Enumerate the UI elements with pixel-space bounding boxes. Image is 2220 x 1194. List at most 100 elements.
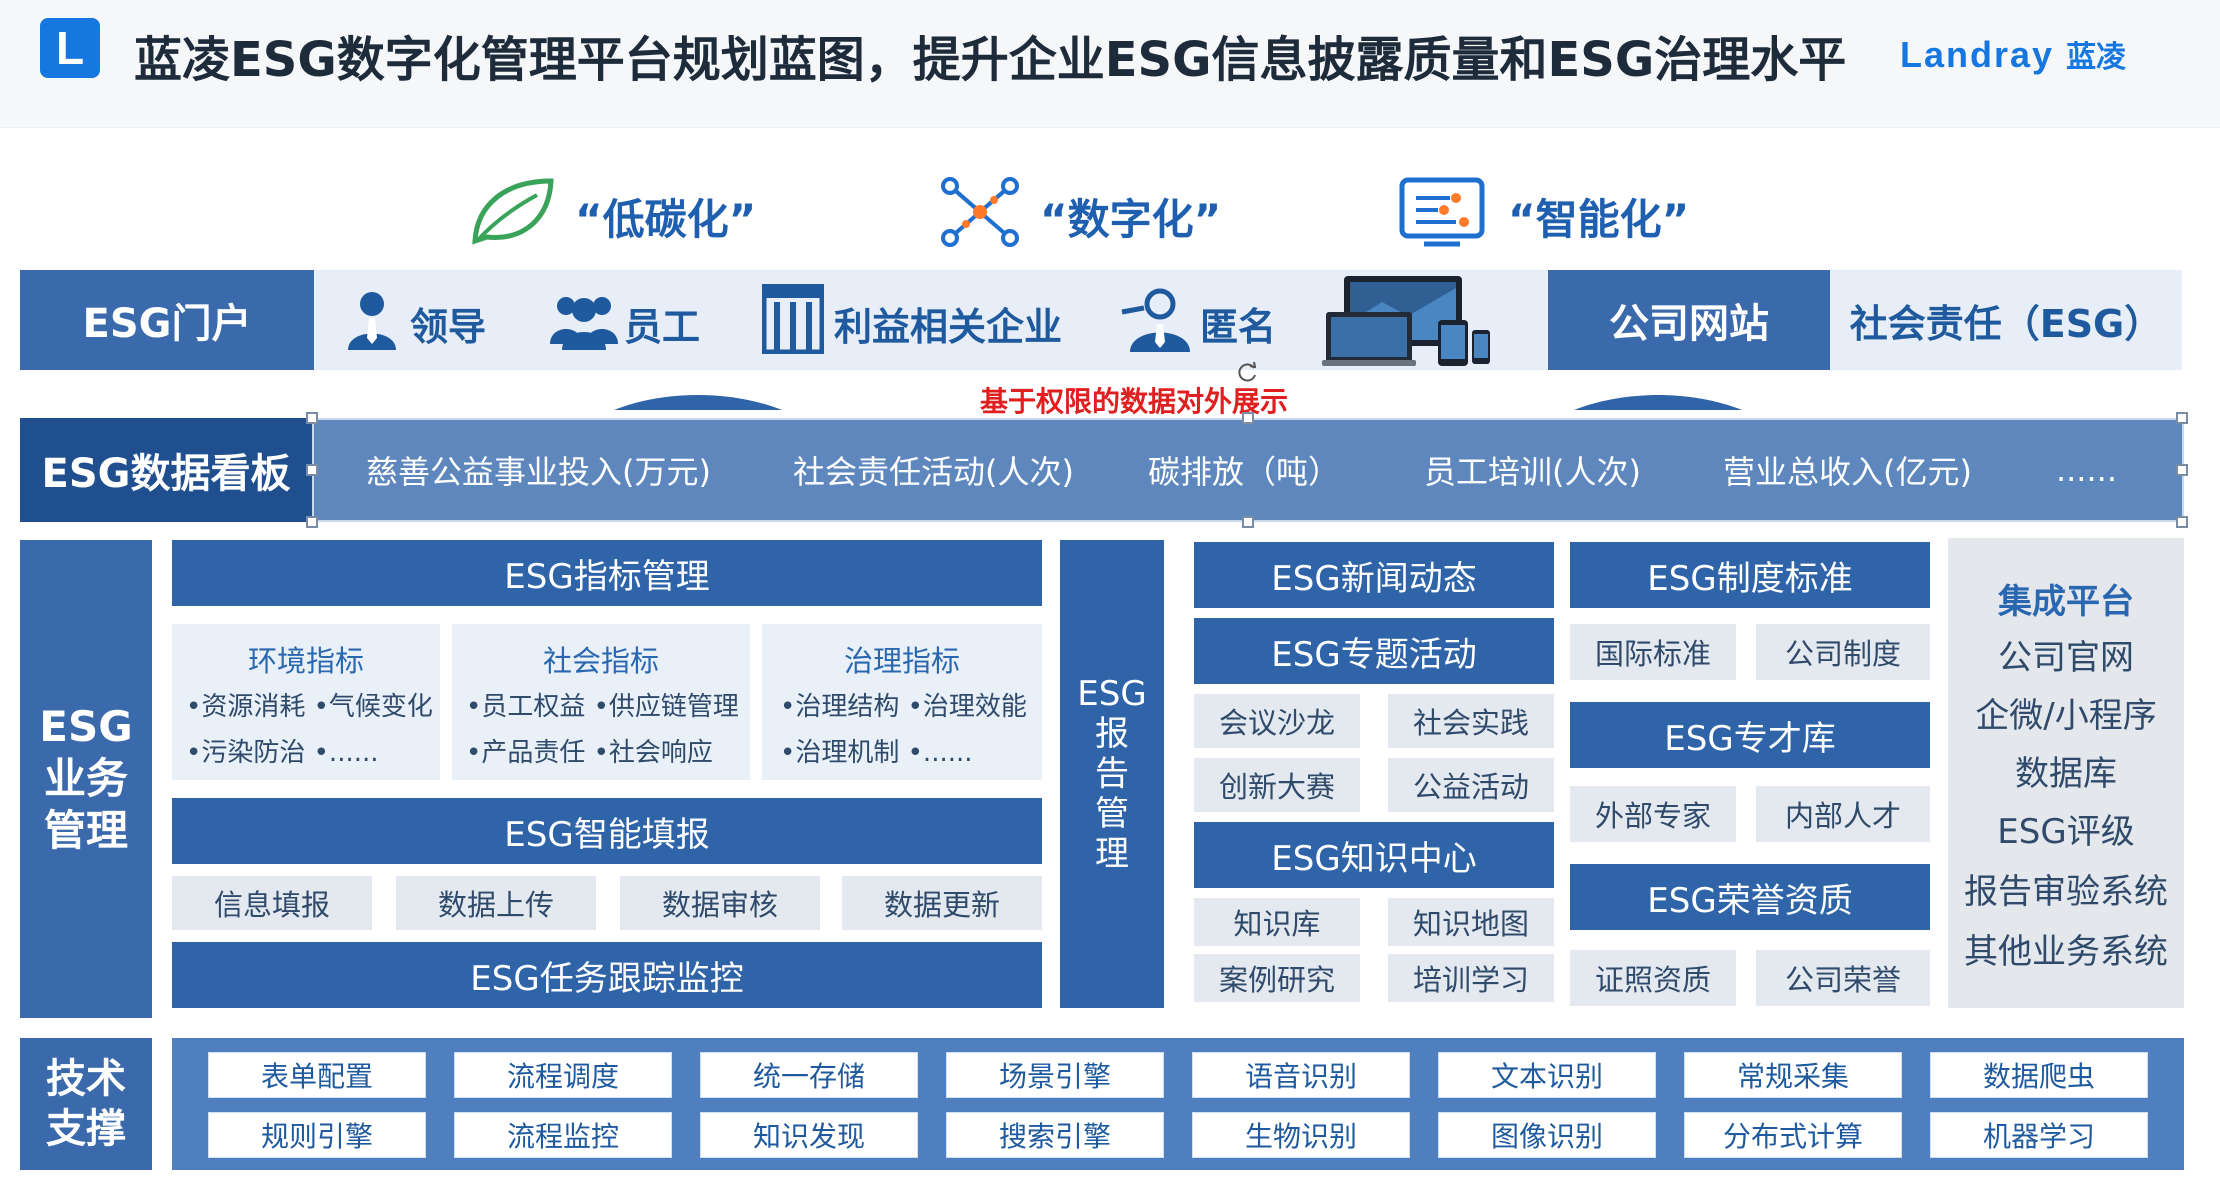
tech-item: 数据爬虫	[1930, 1052, 2148, 1098]
indicator-title: 社会指标	[542, 644, 659, 678]
indicator-env: 环境指标 •资源消耗 •气候变化 •污染防治 •......	[172, 624, 440, 780]
devices-icon	[1322, 276, 1490, 366]
page-title: 蓝凌ESG数字化管理平台规划蓝图，提升企业ESG信息披露质量和ESG治理水平	[134, 32, 1847, 88]
employees-icon	[550, 297, 618, 350]
integration-item: ESG评级	[1997, 812, 2135, 852]
dashboard-metrics: 慈善公益事业投入(万元) 社会责任活动(人次) 碳排放（吨） 员工培训(人次) …	[312, 418, 2184, 522]
indicator-row: •治理机制 •......	[780, 738, 973, 768]
portal-item-anonymous: 匿名	[1200, 305, 1277, 349]
fill-item: 数据更新	[842, 876, 1042, 930]
knowledge-item: 培训学习	[1388, 954, 1554, 1002]
portal-social: 社会责任（ESG）	[1849, 301, 2163, 346]
metric-training: 员工培训(人次)	[1423, 453, 1641, 491]
portal-item-leader: 领导	[410, 305, 487, 349]
selection-handle[interactable]	[306, 464, 318, 476]
app-logo-letter: L	[55, 22, 85, 74]
knowledge-item: 案例研究	[1194, 954, 1360, 1002]
selection-handle[interactable]	[2176, 516, 2188, 528]
arrow-up-icon	[614, 395, 782, 410]
business-label-line: 业务	[43, 754, 128, 803]
header	[0, 0, 2220, 128]
selection-handle[interactable]	[306, 516, 318, 528]
brand-logo-cn: 蓝凌	[2066, 40, 2127, 75]
tech-label: 技术 支撑	[20, 1038, 152, 1170]
talent-bar: ESG专才库	[1570, 702, 1930, 768]
tech-label-line: 技术	[46, 1056, 126, 1102]
business-label-line: 管理	[43, 806, 128, 855]
standards-bar: ESG制度标准	[1570, 542, 1930, 608]
ai-chip-icon	[1399, 177, 1485, 247]
theme-intelligent: “智能化”	[1508, 195, 1690, 244]
metric-more: ......	[2055, 451, 2117, 489]
indicator-title: 治理指标	[843, 644, 960, 678]
tech-item: 文本识别	[1438, 1052, 1656, 1098]
selection-handle[interactable]	[2176, 464, 2188, 476]
tech-item: 搜索引擎	[946, 1112, 1164, 1158]
business-label-line: ESG	[39, 702, 133, 751]
metric-revenue: 营业总收入(亿元)	[1722, 453, 1972, 491]
honor-bar: ESG荣誉资质	[1570, 864, 1930, 930]
special-item: 社会实践	[1388, 694, 1554, 748]
indicator-mgmt-bar: ESG指标管理	[172, 540, 1042, 606]
selection-handle[interactable]	[1242, 412, 1254, 424]
metric-carbon: 碳排放（吨）	[1147, 453, 1340, 491]
tech-item: 语音识别	[1192, 1052, 1410, 1098]
tech-item: 流程监控	[454, 1112, 672, 1158]
report-mgmt-char: 管	[1095, 794, 1129, 834]
portal-item-employee: 员工	[624, 305, 701, 349]
brand-logo-en: Landray	[1900, 34, 2055, 75]
knowledge-bar: ESG知识中心	[1194, 822, 1554, 888]
tech-item: 流程调度	[454, 1052, 672, 1098]
task-track-bar: ESG任务跟踪监控	[172, 942, 1042, 1008]
tech-item: 规则引擎	[208, 1112, 426, 1158]
integration-panel: 集成平台 公司官网 企微/小程序 数据库 ESG评级 报告审验系统 其他业务系统	[1948, 538, 2184, 1008]
tech-item: 知识发现	[700, 1112, 918, 1158]
integration-item: 其他业务系统	[1964, 932, 2168, 972]
rotate-handle-icon[interactable]	[1236, 360, 1260, 384]
tech-label-line: 支撑	[46, 1106, 126, 1152]
honor-item: 公司荣誉	[1756, 950, 1930, 1006]
brand-logo: Landray 蓝凌	[1900, 32, 2126, 76]
special-item: 会议沙龙	[1194, 694, 1360, 748]
standard-item: 公司制度	[1756, 624, 1930, 680]
selection-handle[interactable]	[2176, 412, 2188, 424]
talent-item: 内部人才	[1756, 786, 1930, 842]
anonymous-icon	[1121, 288, 1190, 352]
leader-icon	[348, 292, 396, 350]
permission-note: 基于权限的数据对外展示	[980, 385, 1289, 418]
integration-item: 企微/小程序	[1975, 696, 2157, 736]
portal-website: 公司网站	[1548, 270, 1830, 370]
special-item: 公益活动	[1388, 758, 1554, 812]
portal-item-stakeholders: 利益相关企业	[834, 305, 1063, 349]
tech-item: 生物识别	[1192, 1112, 1410, 1158]
arrow-up-icon	[1574, 395, 1742, 410]
app-logo: L	[40, 18, 100, 78]
theme-low-carbon: “低碳化”	[575, 195, 757, 244]
honor-item: 证照资质	[1570, 950, 1736, 1006]
talent-item: 外部专家	[1570, 786, 1736, 842]
integration-item: 公司官网	[1998, 638, 2134, 678]
leaf-icon	[472, 178, 554, 245]
indicator-title: 环境指标	[247, 644, 364, 678]
knowledge-item: 知识库	[1194, 898, 1360, 946]
dashboard-label: ESG数据看板	[20, 418, 312, 522]
indicator-row: •资源消耗 •气候变化	[186, 692, 433, 722]
network-icon	[941, 177, 1019, 247]
selection-handle[interactable]	[306, 412, 318, 424]
selection-handle[interactable]	[1242, 516, 1254, 528]
tech-item: 表单配置	[208, 1052, 426, 1098]
fill-item: 数据审核	[620, 876, 820, 930]
standard-item: 国际标准	[1570, 624, 1736, 680]
news-bar: ESG新闻动态	[1194, 542, 1554, 608]
metric-charity: 慈善公益事业投入(万元)	[366, 453, 711, 491]
knowledge-item: 知识地图	[1388, 898, 1554, 946]
tech-item: 图像识别	[1438, 1112, 1656, 1158]
integration-item: 报告审验系统	[1964, 872, 2168, 912]
report-mgmt-char: 告	[1095, 754, 1129, 794]
building-icon	[762, 284, 824, 354]
special-bar: ESG专题活动	[1194, 618, 1554, 684]
indicator-row: •员工权益 •供应链管理	[466, 692, 739, 722]
tech-item: 分布式计算	[1684, 1112, 1902, 1158]
integration-item: 数据库	[2015, 754, 2117, 794]
report-mgmt-char: 理	[1095, 834, 1129, 874]
